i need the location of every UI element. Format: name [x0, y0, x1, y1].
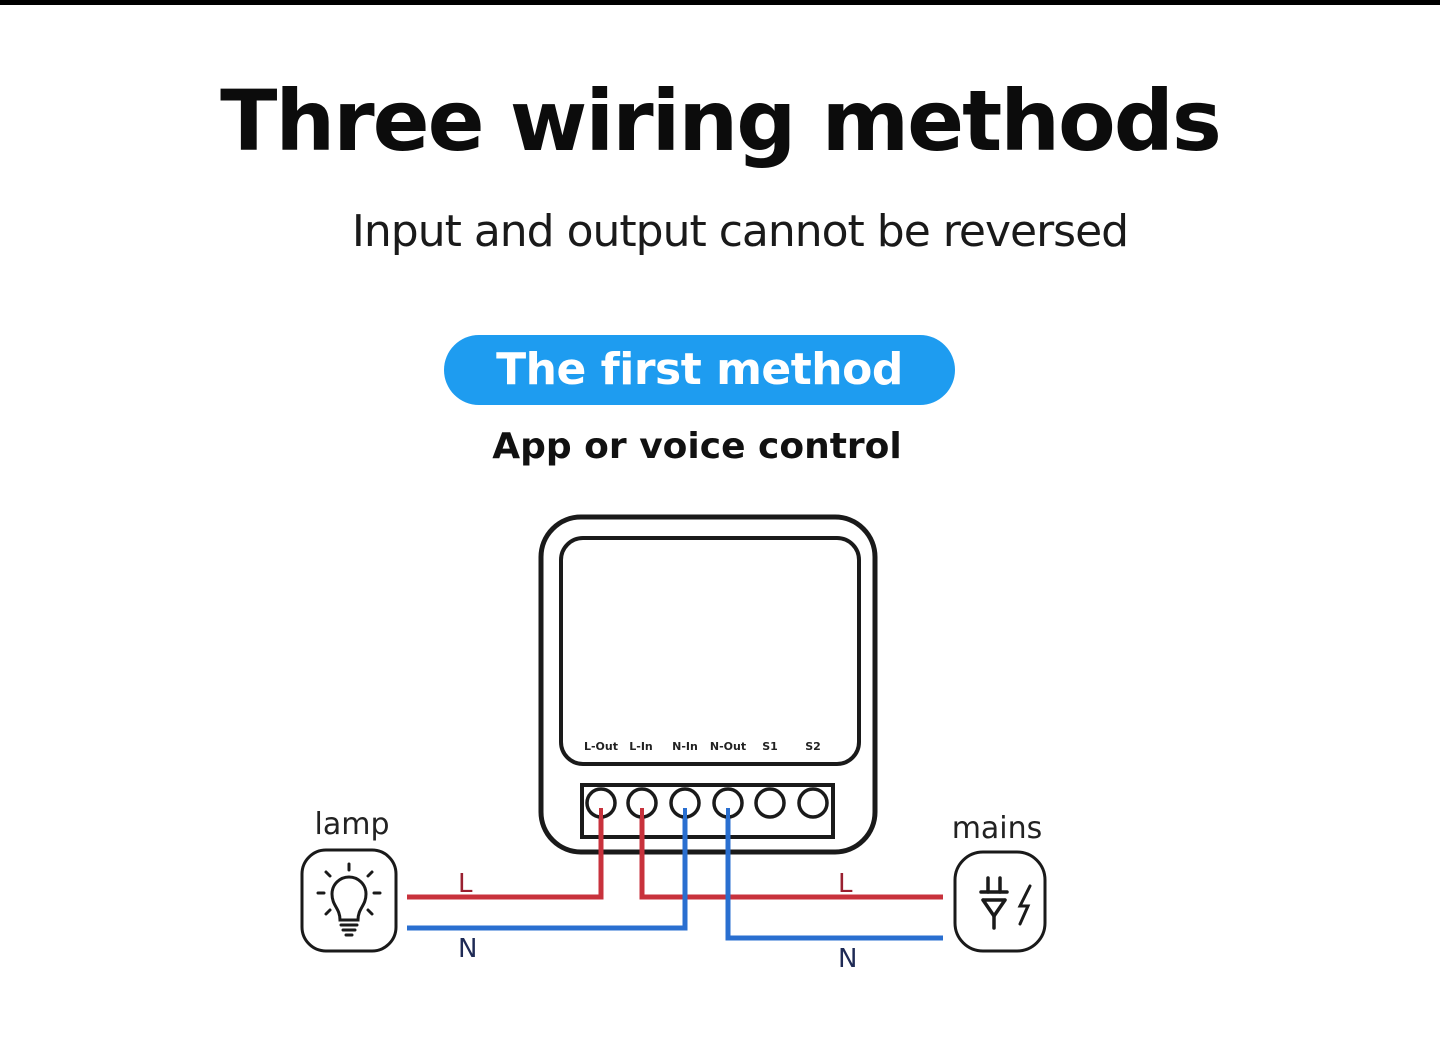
wire-mains-live: [639, 808, 943, 900]
lamp-live-label: L: [458, 869, 473, 899]
mains-neutral-label: N: [838, 944, 857, 974]
terminal-s1: [754, 787, 786, 819]
lamp-label: lamp: [315, 807, 390, 842]
terminal-label-n-in: N-In: [672, 740, 698, 753]
terminal-label-l-out: L-Out: [584, 740, 618, 753]
wire-lamp-neutral: [407, 808, 688, 931]
terminal-label-n-out: N-Out: [710, 740, 746, 753]
terminal-s2: [797, 787, 829, 819]
page-title: Three wiring methods: [220, 72, 1222, 170]
lightbulb-icon: [316, 862, 382, 937]
switch-module: [538, 514, 878, 855]
lamp-box: [300, 848, 398, 953]
mains-box: [953, 850, 1047, 953]
mains-live-label: L: [838, 869, 853, 899]
lamp-neutral-label: N: [458, 934, 477, 964]
wire-mains-neutral: [725, 808, 943, 941]
wire-lamp-live: [407, 808, 604, 900]
method-badge: The first method: [444, 335, 955, 405]
terminal-label-s2: S2: [805, 740, 821, 753]
page-subtitle: Input and output cannot be reversed: [351, 206, 1129, 257]
terminal-label-s1: S1: [762, 740, 778, 753]
method-description: App or voice control: [492, 426, 902, 467]
mains-label: mains: [952, 811, 1043, 846]
top-bar: [0, 0, 1440, 5]
terminal-label-l-in: L-In: [629, 740, 653, 753]
plug-power-icon: [979, 876, 1032, 930]
terminal-labels: L-Out L-In N-In N-Out S1 S2: [584, 740, 821, 753]
terminals: [585, 787, 829, 819]
